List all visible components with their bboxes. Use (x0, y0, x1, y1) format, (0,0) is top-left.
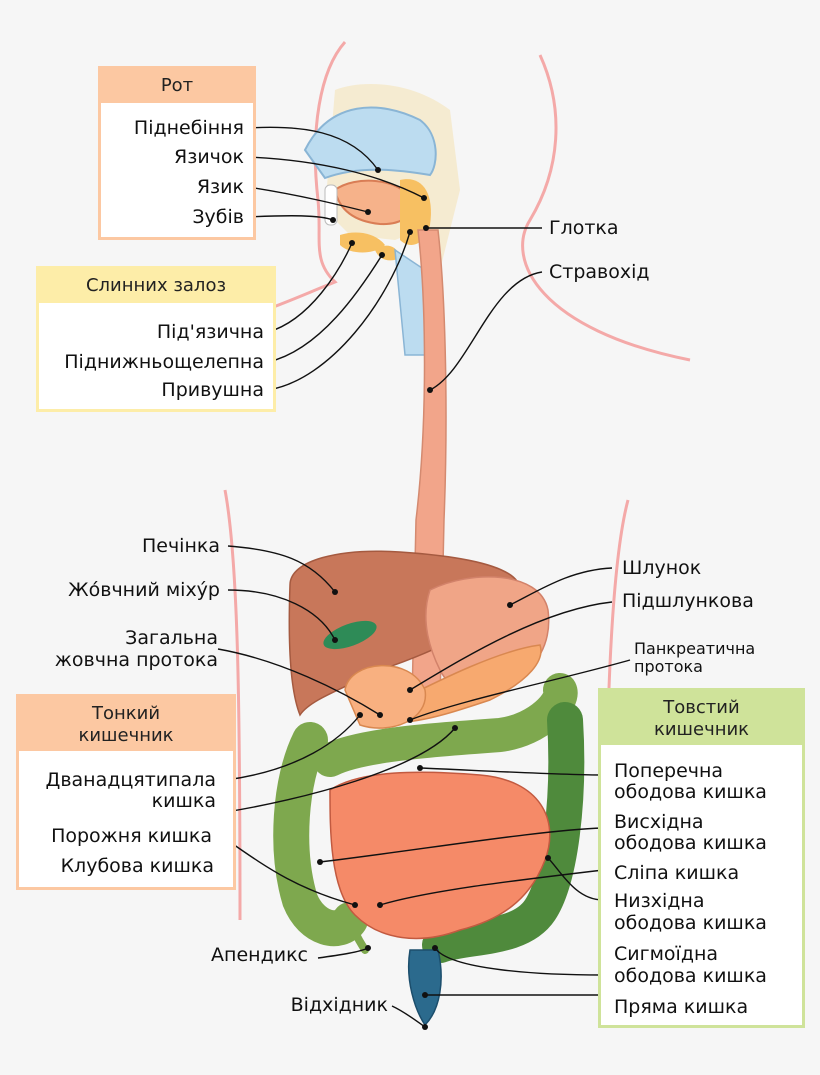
label-duodenum-1: Дванадцятипала (45, 769, 216, 791)
label-jejunum: Порожня кишка (51, 825, 212, 847)
label-pancreatic-duct-2: протока (634, 657, 703, 676)
label-cecum: Сліпа кишка (614, 862, 740, 884)
small-intestine-title: Тонкий кишечник (19, 697, 233, 751)
label-gallbladder: Жо́вчний міху́р (68, 579, 220, 601)
duodenum-shape (344, 664, 427, 729)
label-uvula: Язичок (174, 146, 244, 168)
label-palate: Піднебіння (133, 117, 244, 139)
label-duodenum-2: кишка (151, 790, 216, 812)
leader-dots (317, 167, 551, 1030)
label-sublingual: Під'язична (156, 321, 264, 343)
salivary-box: Слинних залоз (36, 266, 276, 412)
label-parotid: Привушна (161, 379, 264, 401)
label-descending-1: Низхідна (614, 890, 705, 912)
label-rectum: Пряма кишка (614, 996, 749, 1018)
rectum-shape (407, 949, 442, 1027)
mouth-box: Рот (98, 66, 256, 240)
label-pharynx: Глотка (549, 217, 619, 239)
label-ascending-2: ободова кишка (614, 832, 767, 854)
label-stomach: Шлунок (622, 557, 702, 579)
label-ileum: Клубова кишка (60, 855, 214, 877)
small-intestine-shape (329, 771, 551, 940)
small-intestine-title-1: Тонкий (91, 703, 161, 724)
salivary-title: Слинних залоз (39, 269, 273, 303)
label-common-bile-2: жовчна протока (54, 649, 218, 671)
label-esophagus: Стравохід (549, 261, 650, 283)
label-transverse-1: Поперечна (614, 760, 724, 782)
label-submandibular: Піднижньощелепна (64, 351, 264, 373)
label-pancreas: Підшлункова (622, 590, 754, 612)
label-pancreatic-duct-1: Панкреатична (634, 639, 756, 658)
palate-shape (303, 106, 437, 180)
leader-lines (217, 126, 631, 1028)
label-tongue: Язик (196, 176, 244, 198)
label-sigmoid-2: ободова кишка (614, 965, 767, 987)
label-teeth: Зубів (192, 206, 244, 228)
large-intestine-box: Товстий кишечник (598, 688, 805, 1028)
small-intestine-title-2: кишечник (78, 725, 174, 746)
pancreas-shape (399, 644, 542, 723)
large-intestine-title-2: кишечник (653, 719, 750, 740)
label-appendix: Апендикс (211, 944, 308, 966)
large-intestine-title: Товстий кишечник (601, 691, 802, 745)
large-intestine-shape (273, 673, 585, 963)
label-anus: Відхідник (290, 994, 388, 1016)
small-intestine-box: Тонкий кишечник (16, 694, 236, 890)
label-descending-2: ободова кишка (614, 912, 767, 934)
label-transverse-2: ободова кишка (614, 781, 767, 803)
label-liver: Печінка (141, 535, 220, 557)
label-ascending-1: Висхідна (614, 811, 704, 833)
label-common-bile-1: Загальна (125, 627, 218, 649)
label-sigmoid-1: Сигмоїдна (614, 943, 719, 965)
mouth-title: Рот (101, 69, 253, 103)
large-intestine-title-1: Товстий (663, 697, 740, 718)
